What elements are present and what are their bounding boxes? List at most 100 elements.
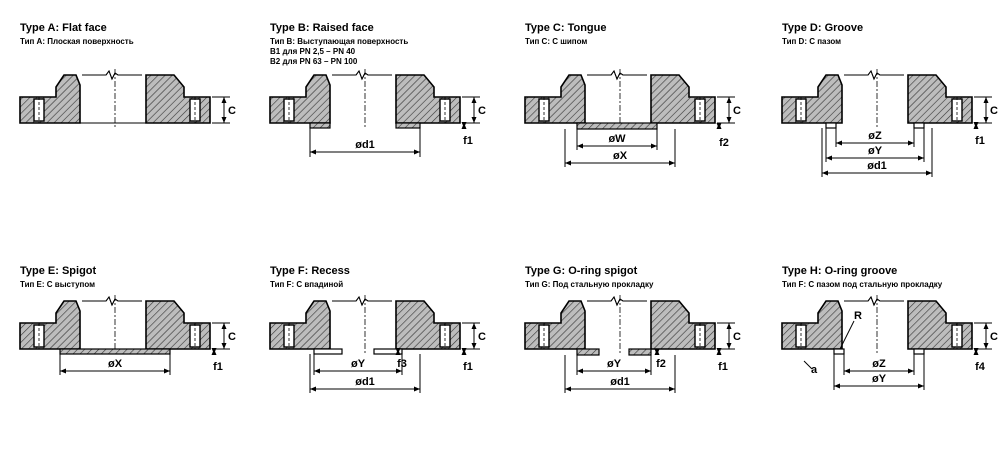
raised-face-left: [309, 122, 331, 129]
panel-title: Type F: Recess: [270, 265, 350, 277]
arrowhead: [565, 386, 571, 392]
label-x: øX: [613, 150, 628, 162]
flange-left-half: [269, 74, 331, 124]
arrowhead: [577, 143, 583, 149]
arrowhead: [716, 123, 722, 129]
label-f1: f1: [463, 135, 473, 147]
label-r: R: [854, 310, 862, 322]
label-f1: f1: [463, 361, 473, 373]
panel-subtitle: Тип D: С пазом: [782, 37, 842, 46]
break-line: [82, 295, 142, 307]
panel-type-b: Type B: Raised face Тип B: Выступающая п…: [269, 22, 510, 212]
panel-subtitle: Тип E: С выступом: [20, 280, 96, 289]
flange-left-half: [524, 74, 586, 124]
arrowhead: [983, 323, 989, 329]
label-f1: f1: [718, 361, 728, 373]
label-y: øY: [351, 358, 366, 370]
break-line: [587, 69, 647, 81]
label-d1: ød1: [610, 376, 630, 388]
arrowhead: [221, 343, 227, 349]
arrowhead: [221, 323, 227, 329]
arrowhead: [834, 383, 840, 389]
arrowhead: [461, 348, 467, 354]
panel-title: Type A: Flat face: [20, 22, 107, 34]
panel-subtitle: Тип F: С впадиной: [270, 280, 344, 289]
arrowhead: [836, 140, 842, 146]
arrowhead: [164, 368, 170, 374]
arrowhead: [654, 349, 660, 355]
raised-face-right: [395, 122, 421, 129]
label-f2: f2: [656, 358, 666, 370]
label-x: øX: [108, 358, 123, 370]
panel-title: Type D: Groove: [782, 22, 864, 34]
flange-left-half: [269, 300, 331, 350]
panel-subtitle: Тип C: С шипом: [525, 37, 588, 46]
label-c: C: [228, 105, 236, 117]
label-c: C: [733, 105, 741, 117]
break-line: [587, 295, 647, 307]
label-y: øY: [868, 145, 883, 157]
flange-left-half: [781, 74, 843, 124]
panel-type-a: Type A: Flat face Тип A: Плоская поверхн…: [19, 22, 260, 212]
arrowhead: [211, 348, 217, 354]
panel-title: Type G: O-ring spigot: [525, 265, 638, 277]
label-d1: ød1: [355, 376, 375, 388]
label-f1: f1: [213, 361, 223, 373]
arrowhead: [414, 149, 420, 155]
label-c: C: [990, 331, 998, 343]
break-line: [844, 69, 904, 81]
label-c: C: [733, 331, 741, 343]
arrowhead: [983, 343, 989, 349]
arrowhead: [221, 117, 227, 123]
panel-note-b2: B2 для PN 63 – PN 100: [270, 57, 358, 66]
arrowhead: [314, 368, 320, 374]
arrowhead: [918, 383, 924, 389]
leader-a: [803, 360, 813, 370]
label-z: øZ: [872, 358, 886, 370]
arrowhead: [726, 97, 732, 103]
arrowhead: [221, 97, 227, 103]
break-line: [332, 295, 392, 307]
label-c: C: [478, 105, 486, 117]
arrowhead: [983, 97, 989, 103]
arrowhead: [844, 368, 850, 374]
oring-groove-right: [913, 348, 925, 355]
oring-groove-left: [833, 348, 845, 355]
panel-note-b1: B1 для PN 2,5 – PN 40: [270, 47, 356, 56]
label-d1: ød1: [355, 139, 375, 151]
arrowhead: [822, 170, 828, 176]
arrowhead: [918, 155, 924, 161]
flange-drawing-g: CøY ød1 f2 f1: [524, 295, 741, 393]
arrowhead: [669, 386, 675, 392]
break-line: [82, 69, 142, 81]
recess-ring-right: [373, 348, 403, 355]
panel-type-h: Type H: O-ring groove Тип F: С пазом под…: [781, 265, 1000, 455]
label-f2: f2: [719, 137, 729, 149]
arrowhead: [726, 323, 732, 329]
label-f4: f4: [975, 361, 986, 373]
label-c: C: [478, 331, 486, 343]
arrowhead: [471, 323, 477, 329]
oring-spigot-left: [576, 348, 600, 356]
label-c: C: [990, 105, 998, 117]
label-y: øY: [607, 358, 622, 370]
flange-left-half: [19, 300, 81, 350]
label-w: øW: [608, 133, 626, 145]
arrowhead: [60, 368, 66, 374]
label-c: C: [228, 331, 236, 343]
arrowhead: [414, 386, 420, 392]
groove-right: [913, 122, 925, 129]
arrowhead: [395, 348, 401, 354]
arrowhead: [565, 160, 571, 166]
panel-title: Type E: Spigot: [20, 265, 97, 277]
arrowhead: [669, 160, 675, 166]
arrowhead: [908, 368, 914, 374]
arrowhead: [645, 368, 651, 374]
label-z: øZ: [868, 130, 882, 142]
arrowhead: [651, 143, 657, 149]
